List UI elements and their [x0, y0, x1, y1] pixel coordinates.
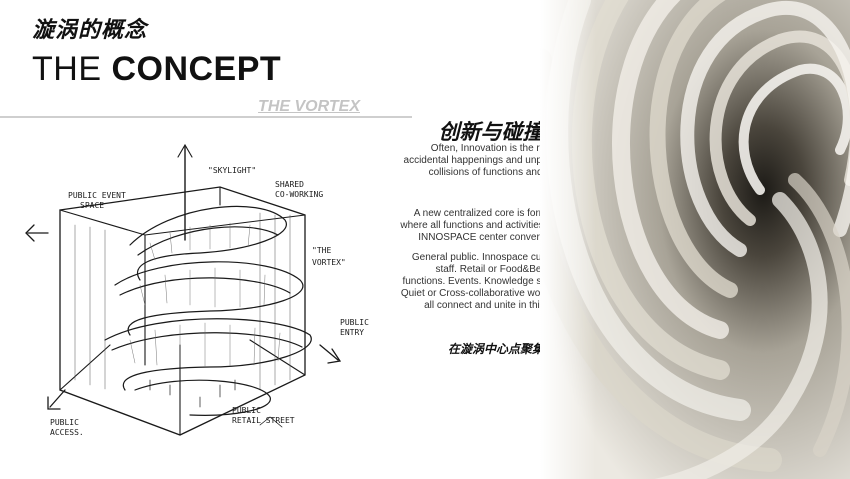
sketch-label-the: "THE — [312, 246, 331, 255]
title-divider — [0, 116, 412, 118]
page-title-prefix: THE — [32, 50, 102, 88]
sketch-label-skylight: "SKYLIGHT" — [208, 166, 256, 175]
page-title-chinese: 漩涡的概念 — [32, 17, 148, 42]
vortex-concept-sketch: "SKYLIGHT" SHARED CO-WORKING PUBLIC EVEN… — [25, 143, 369, 437]
sketch-label-public-retail-1: PUBLIC — [232, 406, 261, 415]
sketch-label-public-access-1: PUBLIC — [50, 418, 79, 427]
paragraph-core: A new centralized core is formed where a… — [400, 208, 572, 243]
sketch-label-public-event: PUBLIC EVENT — [68, 191, 126, 200]
sketch-label-space: SPACE — [80, 201, 104, 210]
page-title-main: CONCEPT — [111, 50, 282, 88]
paragraph-innovation: Often, Innovation is the result of accid… — [403, 143, 572, 178]
tagline-chinese: 在漩涡中心点聚集 — [447, 342, 544, 356]
sketch-label-public-entry-2: ENTRY — [340, 328, 364, 337]
page-title: THE CONCEPT — [32, 50, 281, 89]
vortex-photo — [540, 0, 850, 479]
sketch-label-public-access-2: ACCESS. — [50, 428, 84, 437]
paragraph-functions: General public. Innospace customer staff… — [400, 252, 572, 311]
sketch-label-vortex: VORTEX" — [312, 258, 346, 267]
sketch-label-shared: SHARED — [275, 180, 304, 189]
sketch-label-coworking: CO-WORKING — [275, 190, 323, 199]
section-heading-chinese: 创新与碰撞 — [438, 121, 544, 144]
sketch-label-public-retail-2: RETAIL STREET — [232, 416, 295, 425]
sketch-label-public-entry-1: PUBLIC — [340, 318, 369, 327]
section-subtitle: THE VORTEX — [258, 98, 360, 115]
